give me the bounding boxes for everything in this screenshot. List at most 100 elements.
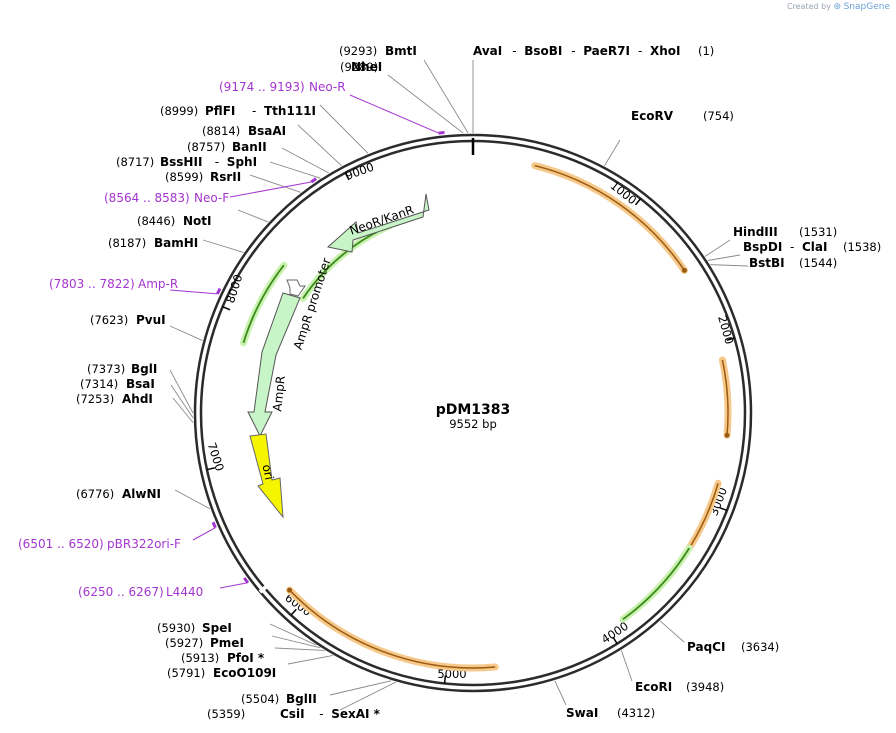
primer-leader bbox=[219, 582, 248, 589]
site-enzyme-name[interactable]: PaqCI bbox=[687, 640, 725, 654]
site-position: (8999) bbox=[160, 104, 198, 118]
site-enzyme-name[interactable]: BsaI bbox=[126, 377, 155, 391]
site-enzyme-name[interactable]: SwaI bbox=[566, 706, 598, 720]
site-enzyme-name[interactable]: XhoI bbox=[650, 44, 681, 58]
unlabeled-feature-arrow[interactable] bbox=[534, 164, 686, 271]
site-position: (8187) bbox=[108, 236, 146, 250]
site-position: (5913) bbox=[181, 651, 219, 665]
feature-label-ori: ori bbox=[259, 463, 276, 481]
site-enzyme-name[interactable]: BspDI bbox=[743, 240, 782, 254]
site-enzyme-name[interactable]: SphI bbox=[227, 155, 257, 169]
unlabeled-feature-arrow[interactable] bbox=[649, 483, 719, 597]
site-position: (3634) bbox=[741, 640, 779, 654]
primer-name[interactable]: pBR322ori-F bbox=[107, 537, 181, 551]
site-enzyme-name[interactable]: HindIII bbox=[733, 225, 778, 239]
site-enzyme-name[interactable]: PaeR7I bbox=[583, 44, 630, 58]
site-enzyme-name[interactable]: BmtI bbox=[385, 44, 417, 58]
site-enzyme-name[interactable]: NheI bbox=[351, 60, 382, 74]
site-leader bbox=[170, 384, 194, 419]
unlabeled-feature-glow bbox=[646, 479, 722, 600]
site-position: (6776) bbox=[76, 487, 114, 501]
site-enzyme-name[interactable]: BanII bbox=[232, 140, 267, 154]
site-enzyme-name[interactable]: BglII bbox=[286, 692, 317, 706]
backbone-outer-circle bbox=[193, 133, 753, 693]
primer-bar[interactable] bbox=[438, 130, 445, 135]
primer-leader bbox=[169, 289, 218, 295]
feature-ampr[interactable]: AmpR bbox=[247, 292, 301, 438]
feature-label-ampr: AmpR bbox=[270, 375, 288, 412]
tick-mark bbox=[719, 506, 728, 512]
tick-label: 7000 bbox=[205, 441, 227, 473]
site-enzyme-name[interactable]: PvuI bbox=[136, 313, 166, 327]
site-enzyme-name[interactable]: SexAI * bbox=[331, 707, 380, 721]
primer-range: (6501 .. 6520) bbox=[18, 537, 104, 551]
site-leader bbox=[339, 681, 397, 711]
site-position: (8814) bbox=[202, 124, 240, 138]
tick-mark bbox=[290, 608, 297, 616]
site-position: (8446) bbox=[137, 214, 175, 228]
site-enzyme-name[interactable]: BsaAI bbox=[248, 124, 286, 138]
site-enzyme-name[interactable]: BamHI bbox=[154, 236, 198, 250]
tick-mark bbox=[344, 172, 350, 181]
site-enzyme-name[interactable]: PmeI bbox=[210, 636, 244, 650]
site-enzyme-name[interactable]: BssHII bbox=[160, 155, 202, 169]
tick-label: 8000 bbox=[223, 273, 245, 305]
site-enzyme-name[interactable]: NotI bbox=[183, 214, 212, 228]
primer-bar[interactable] bbox=[216, 287, 222, 295]
site-enzyme-name[interactable]: PflFI bbox=[205, 104, 235, 118]
primer-range: (8564 .. 8583) bbox=[104, 191, 190, 205]
site-leader bbox=[707, 254, 741, 261]
primer-name[interactable]: Neo-R bbox=[309, 80, 346, 94]
site-leader bbox=[169, 369, 194, 414]
site-enzyme-name[interactable]: BsoBI bbox=[524, 44, 562, 58]
feature-neor-kanr[interactable]: NeoR/KanR bbox=[326, 193, 430, 253]
site-enzyme-name[interactable]: SpeI bbox=[202, 621, 232, 635]
site-position: (5359) bbox=[207, 707, 245, 721]
site-enzyme-name[interactable]: ClaI bbox=[802, 240, 827, 254]
primer-bar[interactable] bbox=[310, 177, 317, 184]
site-position: (3948) bbox=[686, 680, 724, 694]
site-separator: - bbox=[638, 44, 642, 58]
site-leader bbox=[620, 650, 633, 682]
site-position: (9289) bbox=[340, 60, 378, 74]
plasmid-name: pDM1383 bbox=[436, 402, 511, 418]
primer-name[interactable]: Neo-F bbox=[194, 191, 229, 205]
primer-bar[interactable] bbox=[211, 521, 217, 529]
site-position: (5504) bbox=[241, 692, 279, 706]
unlabeled-feature-arrow[interactable] bbox=[721, 359, 729, 436]
site-enzyme-name[interactable]: EcoRI bbox=[635, 680, 672, 694]
site-enzyme-name[interactable]: PfoI * bbox=[227, 651, 265, 665]
site-separator: - bbox=[215, 155, 219, 169]
site-enzyme-name[interactable]: EcoRV bbox=[631, 109, 674, 123]
site-position: (5791) bbox=[167, 666, 205, 680]
primer-name[interactable]: L4440 bbox=[166, 585, 203, 599]
snapgene-credit: Created by ⊛ SnapGene bbox=[787, 2, 890, 12]
site-enzyme-name[interactable]: Tth111I bbox=[264, 104, 316, 118]
primer-range: (7803 .. 7822) bbox=[49, 277, 135, 291]
primer-bar[interactable] bbox=[243, 577, 249, 584]
site-enzyme-name[interactable]: BstBI bbox=[749, 256, 785, 270]
primer-name[interactable]: Amp-R bbox=[138, 277, 178, 291]
site-enzyme-name[interactable]: EcoO109I bbox=[213, 666, 276, 680]
tick-mark bbox=[222, 306, 231, 311]
feature-ori[interactable]: ori bbox=[249, 433, 284, 519]
site-enzyme-name[interactable]: BglI bbox=[131, 362, 157, 376]
site-position: (1538) bbox=[843, 240, 881, 254]
primer-marks bbox=[169, 94, 445, 589]
site-leader bbox=[281, 147, 330, 174]
site-enzyme-name[interactable]: AvaI bbox=[473, 44, 502, 58]
primer-leader bbox=[349, 94, 439, 134]
green-feature-line[interactable] bbox=[242, 264, 285, 344]
green-feature-line[interactable] bbox=[622, 547, 691, 621]
site-position: (9293) bbox=[339, 44, 377, 58]
site-leader bbox=[169, 325, 203, 341]
site-leader bbox=[202, 239, 244, 253]
site-enzyme-name[interactable]: AhdI bbox=[122, 392, 153, 406]
site-enzyme-name[interactable]: AlwNI bbox=[122, 487, 161, 501]
site-position: (1531) bbox=[799, 225, 837, 239]
site-enzyme-name[interactable]: RsrII bbox=[210, 170, 241, 184]
primer-range: (9174 .. 9193) bbox=[219, 80, 305, 94]
site-leader bbox=[174, 489, 211, 510]
site-enzyme-name[interactable]: CsiI bbox=[280, 707, 305, 721]
unlabeled-feature-arrow[interactable] bbox=[289, 589, 496, 669]
